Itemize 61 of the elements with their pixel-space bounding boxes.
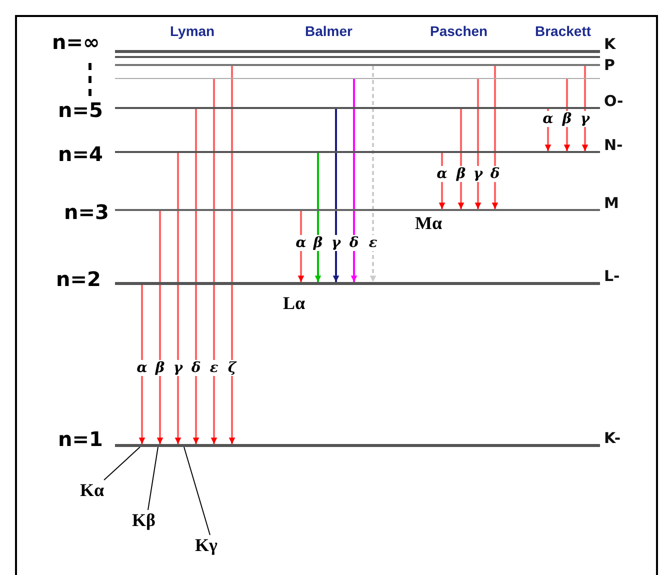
level-label: n=4 bbox=[58, 143, 103, 165]
shell-label: O- bbox=[604, 92, 624, 110]
series-name: Paschen bbox=[430, 23, 488, 39]
transition-arrow bbox=[564, 79, 570, 151]
transition-arrow bbox=[492, 66, 498, 209]
edge-label: α bbox=[136, 360, 148, 376]
edge-label: β bbox=[312, 235, 324, 251]
edge-label: β bbox=[455, 166, 467, 182]
edge-label: δ bbox=[190, 360, 202, 376]
energy-level-line bbox=[115, 78, 600, 79]
shell-label: K bbox=[604, 35, 616, 53]
line-label: Kβ bbox=[132, 510, 156, 531]
line-label: Mα bbox=[415, 213, 442, 234]
edge-label: δ bbox=[489, 166, 501, 182]
transition-arrow bbox=[474, 79, 482, 209]
shell-label: K- bbox=[604, 429, 621, 447]
series-name: Brackett bbox=[535, 23, 592, 39]
transition-arrow bbox=[370, 66, 376, 282]
edge-label: γ bbox=[330, 235, 342, 251]
edge-label: γ bbox=[172, 360, 184, 376]
transition-arrow bbox=[138, 285, 146, 444]
edge-label: ε bbox=[368, 235, 378, 251]
edge-label: ε bbox=[208, 360, 220, 376]
transition-arrow bbox=[192, 109, 200, 444]
series-name: Lyman bbox=[170, 23, 215, 39]
edge-label: β bbox=[154, 360, 166, 376]
level-label: n=∞ bbox=[52, 31, 100, 53]
edge-label: γ bbox=[472, 166, 484, 182]
edge-label: β bbox=[561, 111, 573, 127]
level-label: n=2 bbox=[56, 268, 101, 290]
line-label: Lα bbox=[283, 293, 306, 314]
edge-label: γ bbox=[579, 111, 591, 127]
edge-label: α bbox=[294, 235, 308, 251]
line-label: Kα bbox=[80, 480, 104, 501]
transition-arrow bbox=[174, 153, 182, 444]
transition-arrow bbox=[582, 66, 588, 151]
transition-arrow bbox=[314, 153, 322, 282]
leader-line bbox=[184, 446, 210, 536]
transition-arrow bbox=[438, 153, 446, 209]
edge-label: α bbox=[436, 166, 448, 182]
line-label: Kγ bbox=[195, 535, 218, 556]
level-label: n=3 bbox=[64, 201, 109, 223]
shell-label: L- bbox=[604, 267, 620, 285]
edge-label: δ bbox=[348, 235, 360, 251]
shell-label: M bbox=[604, 194, 619, 212]
transition-arrow bbox=[298, 211, 304, 282]
series-name: Balmer bbox=[305, 23, 352, 39]
transition-arrow bbox=[156, 211, 164, 444]
level-label: n=5 bbox=[58, 99, 103, 121]
leader-line bbox=[104, 446, 140, 480]
leader-line bbox=[148, 446, 158, 510]
shell-label: P bbox=[604, 56, 615, 74]
transition-arrow bbox=[332, 109, 340, 282]
transition-arrow bbox=[458, 109, 464, 209]
transition-arrow bbox=[210, 79, 218, 444]
edge-label: ζ bbox=[226, 360, 238, 376]
shell-label: N- bbox=[604, 136, 623, 154]
edge-label: α bbox=[542, 111, 554, 127]
transition-arrow bbox=[228, 66, 236, 444]
level-label: n=1 bbox=[58, 428, 103, 450]
transition-arrow bbox=[350, 79, 358, 282]
